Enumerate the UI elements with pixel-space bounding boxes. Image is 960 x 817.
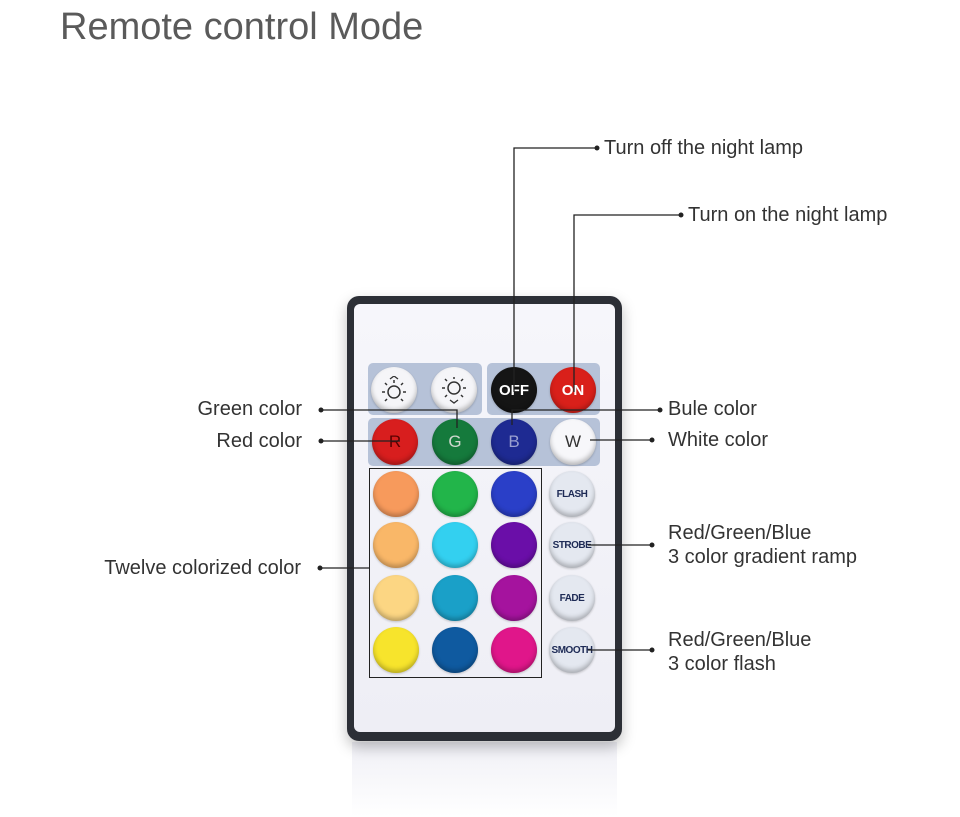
color-button-4-2[interactable] [432, 627, 478, 673]
brightness-up-icon [381, 376, 407, 404]
flash-button[interactable]: FLASH [549, 471, 595, 517]
color-button-1-3[interactable] [491, 471, 537, 517]
color-button-1-1[interactable] [373, 471, 419, 517]
white-button[interactable]: W [550, 419, 596, 465]
color-button-1-2[interactable] [432, 471, 478, 517]
color-button-2-2[interactable] [432, 522, 478, 568]
callout-on-lamp: Turn on the night lamp [688, 204, 888, 226]
strobe-button[interactable]: STROBE [549, 522, 595, 568]
green-button-label: G [448, 432, 462, 451]
callout-gradient: Red/Green/Blue 3 color gradient ramp [668, 521, 857, 569]
color-button-3-2[interactable] [432, 575, 478, 621]
white-button-label: W [564, 432, 582, 451]
color-button-3-1[interactable] [373, 575, 419, 621]
brightness-up-button[interactable] [371, 367, 417, 413]
on-button[interactable]: ON [550, 367, 596, 413]
callout-white: White color [668, 429, 769, 451]
callout-flash-line1: Red/Green/Blue [668, 629, 812, 651]
color-button-4-3[interactable] [491, 627, 537, 673]
color-button-2-3[interactable] [491, 522, 537, 568]
callout-twelve: Twelve colorized color [104, 557, 301, 579]
brightness-down-button[interactable] [431, 367, 477, 413]
blue-button[interactable]: B [491, 419, 537, 465]
callout-blue: Bule color [668, 398, 757, 420]
callout-gradient-line2: 3 color gradient ramp [668, 546, 857, 568]
color-button-3-3[interactable] [491, 575, 537, 621]
callout-red: Red color [216, 430, 302, 452]
green-button[interactable]: G [432, 419, 478, 465]
callout-gradient-line1: Red/Green/Blue [668, 522, 812, 544]
brightness-down-icon [441, 376, 467, 404]
callout-green: Green color [197, 398, 303, 420]
red-button[interactable]: R [372, 419, 418, 465]
callout-flash: Red/Green/Blue 3 color flash [668, 628, 811, 676]
blue-button-label: B [508, 432, 520, 451]
callout-off-lamp: Turn off the night lamp [604, 137, 804, 159]
smooth-button[interactable]: SMOOTH [549, 627, 595, 673]
color-button-2-1[interactable] [373, 522, 419, 568]
color-grid-frame [369, 468, 542, 678]
callout-flash-line2: 3 color flash [668, 653, 776, 675]
fade-button[interactable]: FADE [549, 575, 595, 621]
remote-reflection [352, 742, 617, 817]
page-title: Remote control Mode [60, 6, 424, 48]
color-button-4-1[interactable] [373, 627, 419, 673]
